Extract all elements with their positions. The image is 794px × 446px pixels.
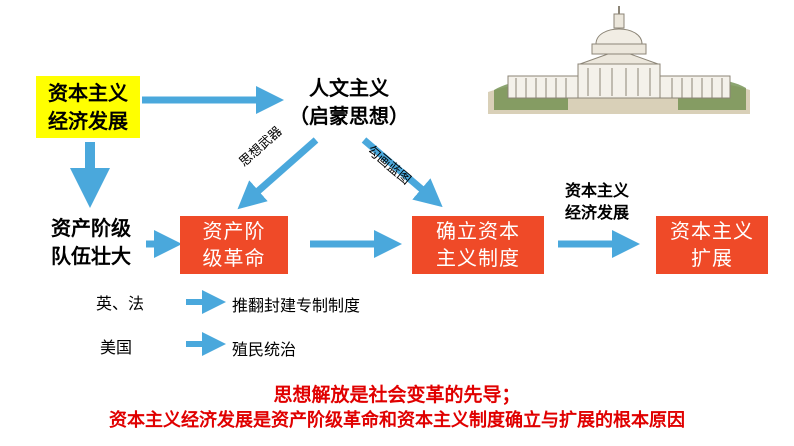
branch-country-uk-france: 英、法 [96, 294, 145, 313]
arrow-humanism-to-revolution [237, 137, 319, 210]
node-revolution-line2: 级革命 [202, 246, 266, 270]
branch-result-usa: 殖民统治 [232, 340, 297, 359]
node-revolution: 资产阶 级革命 [180, 216, 288, 274]
branch-country-usa: 美国 [100, 338, 133, 357]
label-economy-mid-line2: 经济发展 [564, 203, 629, 222]
node-revolution-line1: 资产阶 [202, 219, 266, 243]
conclusion-line1: 思想解放是社会变革的先导； [273, 384, 521, 406]
label-economy-mid: 资本主义 经济发展 [552, 180, 642, 224]
node-expand: 资本主义 扩展 [656, 216, 768, 274]
node-economy-start: 资本主义 经济发展 [36, 76, 140, 138]
node-establish: 确立资本 主义制度 [412, 216, 544, 274]
capitol-building-sketch [488, 6, 750, 114]
node-bourgeoisie: 资产阶级 队伍壮大 [36, 214, 146, 270]
node-humanism-line1: 人文主义 [309, 76, 389, 100]
node-humanism: 人文主义 （启蒙思想） [284, 74, 414, 130]
node-humanism-line2: （启蒙思想） [289, 104, 409, 128]
node-establish-line2: 主义制度 [436, 246, 520, 270]
label-economy-mid-line1: 资本主义 [564, 181, 629, 200]
node-economy-start-line1: 资本主义 [48, 81, 128, 105]
node-bourgeoisie-line2: 队伍壮大 [51, 244, 131, 268]
node-establish-line1: 确立资本 [436, 219, 520, 243]
node-economy-start-line2: 经济发展 [48, 109, 128, 133]
arrow-humanism-to-establish [361, 137, 443, 208]
node-expand-line2: 扩展 [691, 246, 733, 270]
branch-result-uk-france: 推翻封建专制制度 [232, 296, 361, 315]
node-expand-line1: 资本主义 [670, 219, 754, 243]
conclusion-line2: 资本主义经济发展是资产阶级革命和资本主义制度确立与扩展的根本原因 [109, 410, 685, 431]
node-bourgeoisie-line1: 资产阶级 [51, 216, 131, 240]
